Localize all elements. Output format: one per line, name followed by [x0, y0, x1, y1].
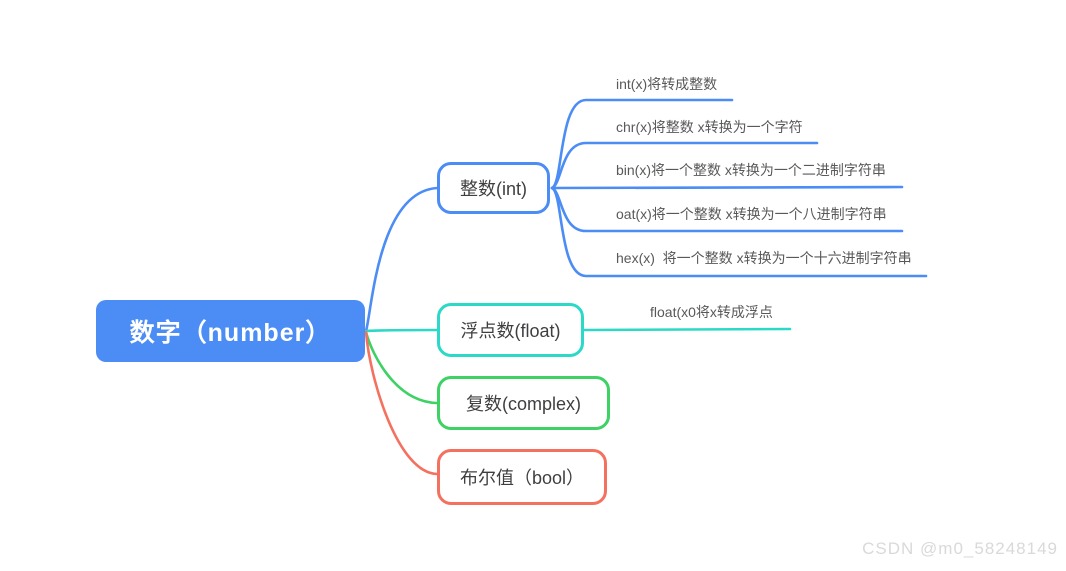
edge-root-to-complex: [364, 330, 439, 405]
leaf-node-bin-x[interactable]: bin(x)将一个整数 x转换为一个二进制字符串: [616, 162, 886, 178]
branch-node-float-label: 浮点数(float): [460, 321, 561, 341]
edge-int-to-leaf-bin: [550, 185, 904, 190]
root-node-number[interactable]: 数字（number）: [96, 300, 365, 362]
branch-node-complex[interactable]: 复数(complex): [437, 376, 610, 430]
leaf-node-hex-x[interactable]: hex(x) 将一个整数 x转换为一个十六进制字符串: [616, 250, 912, 266]
branch-node-float[interactable]: 浮点数(float): [437, 303, 584, 357]
leaf-node-oat-x[interactable]: oat(x)将一个整数 x转换为一个八进制字符串: [616, 206, 887, 222]
edge-float-to-leaf: [582, 327, 792, 332]
watermark: CSDN @m0_58248149: [862, 539, 1058, 558]
branch-node-int-label: 整数(int): [460, 179, 527, 199]
branch-node-bool[interactable]: 布尔值（bool）: [437, 449, 607, 505]
leaf-node-int-x[interactable]: int(x)将转成整数: [616, 76, 718, 92]
branch-node-bool-label: 布尔值（bool）: [459, 468, 585, 488]
edge-root-to-bool: [364, 330, 439, 476]
branch-node-complex-label: 复数(complex): [465, 394, 581, 414]
leaf-node-chr-x[interactable]: chr(x)将整数 x转换为一个字符: [616, 119, 803, 135]
branch-node-int[interactable]: 整数(int): [437, 162, 550, 214]
edge-root-to-int: [364, 186, 439, 333]
edge-root-to-float: [364, 328, 439, 333]
root-node-label: 数字（number）: [129, 319, 332, 347]
leaf-node-float-x[interactable]: float(x0将x转成浮点: [650, 304, 773, 320]
